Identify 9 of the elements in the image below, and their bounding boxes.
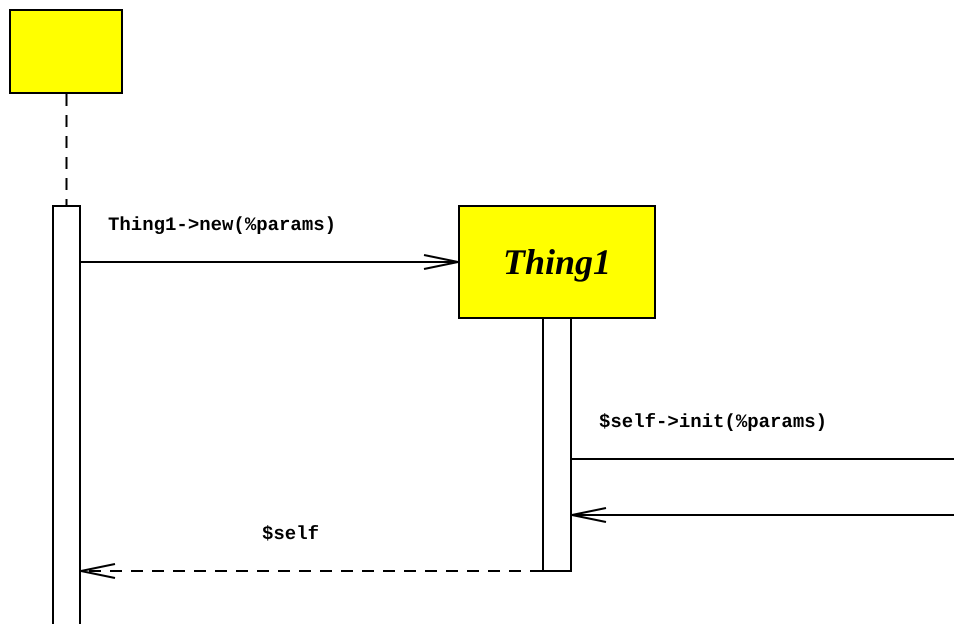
activation-bar <box>542 317 572 572</box>
message-arrow <box>571 507 954 523</box>
message-arrow <box>80 563 542 579</box>
object-name: Thing1 <box>502 241 612 283</box>
activation-bar <box>52 205 81 624</box>
lifeline <box>66 94 68 205</box>
object-box <box>458 205 656 319</box>
message-arrow <box>81 254 459 270</box>
participant-box <box>9 9 123 94</box>
